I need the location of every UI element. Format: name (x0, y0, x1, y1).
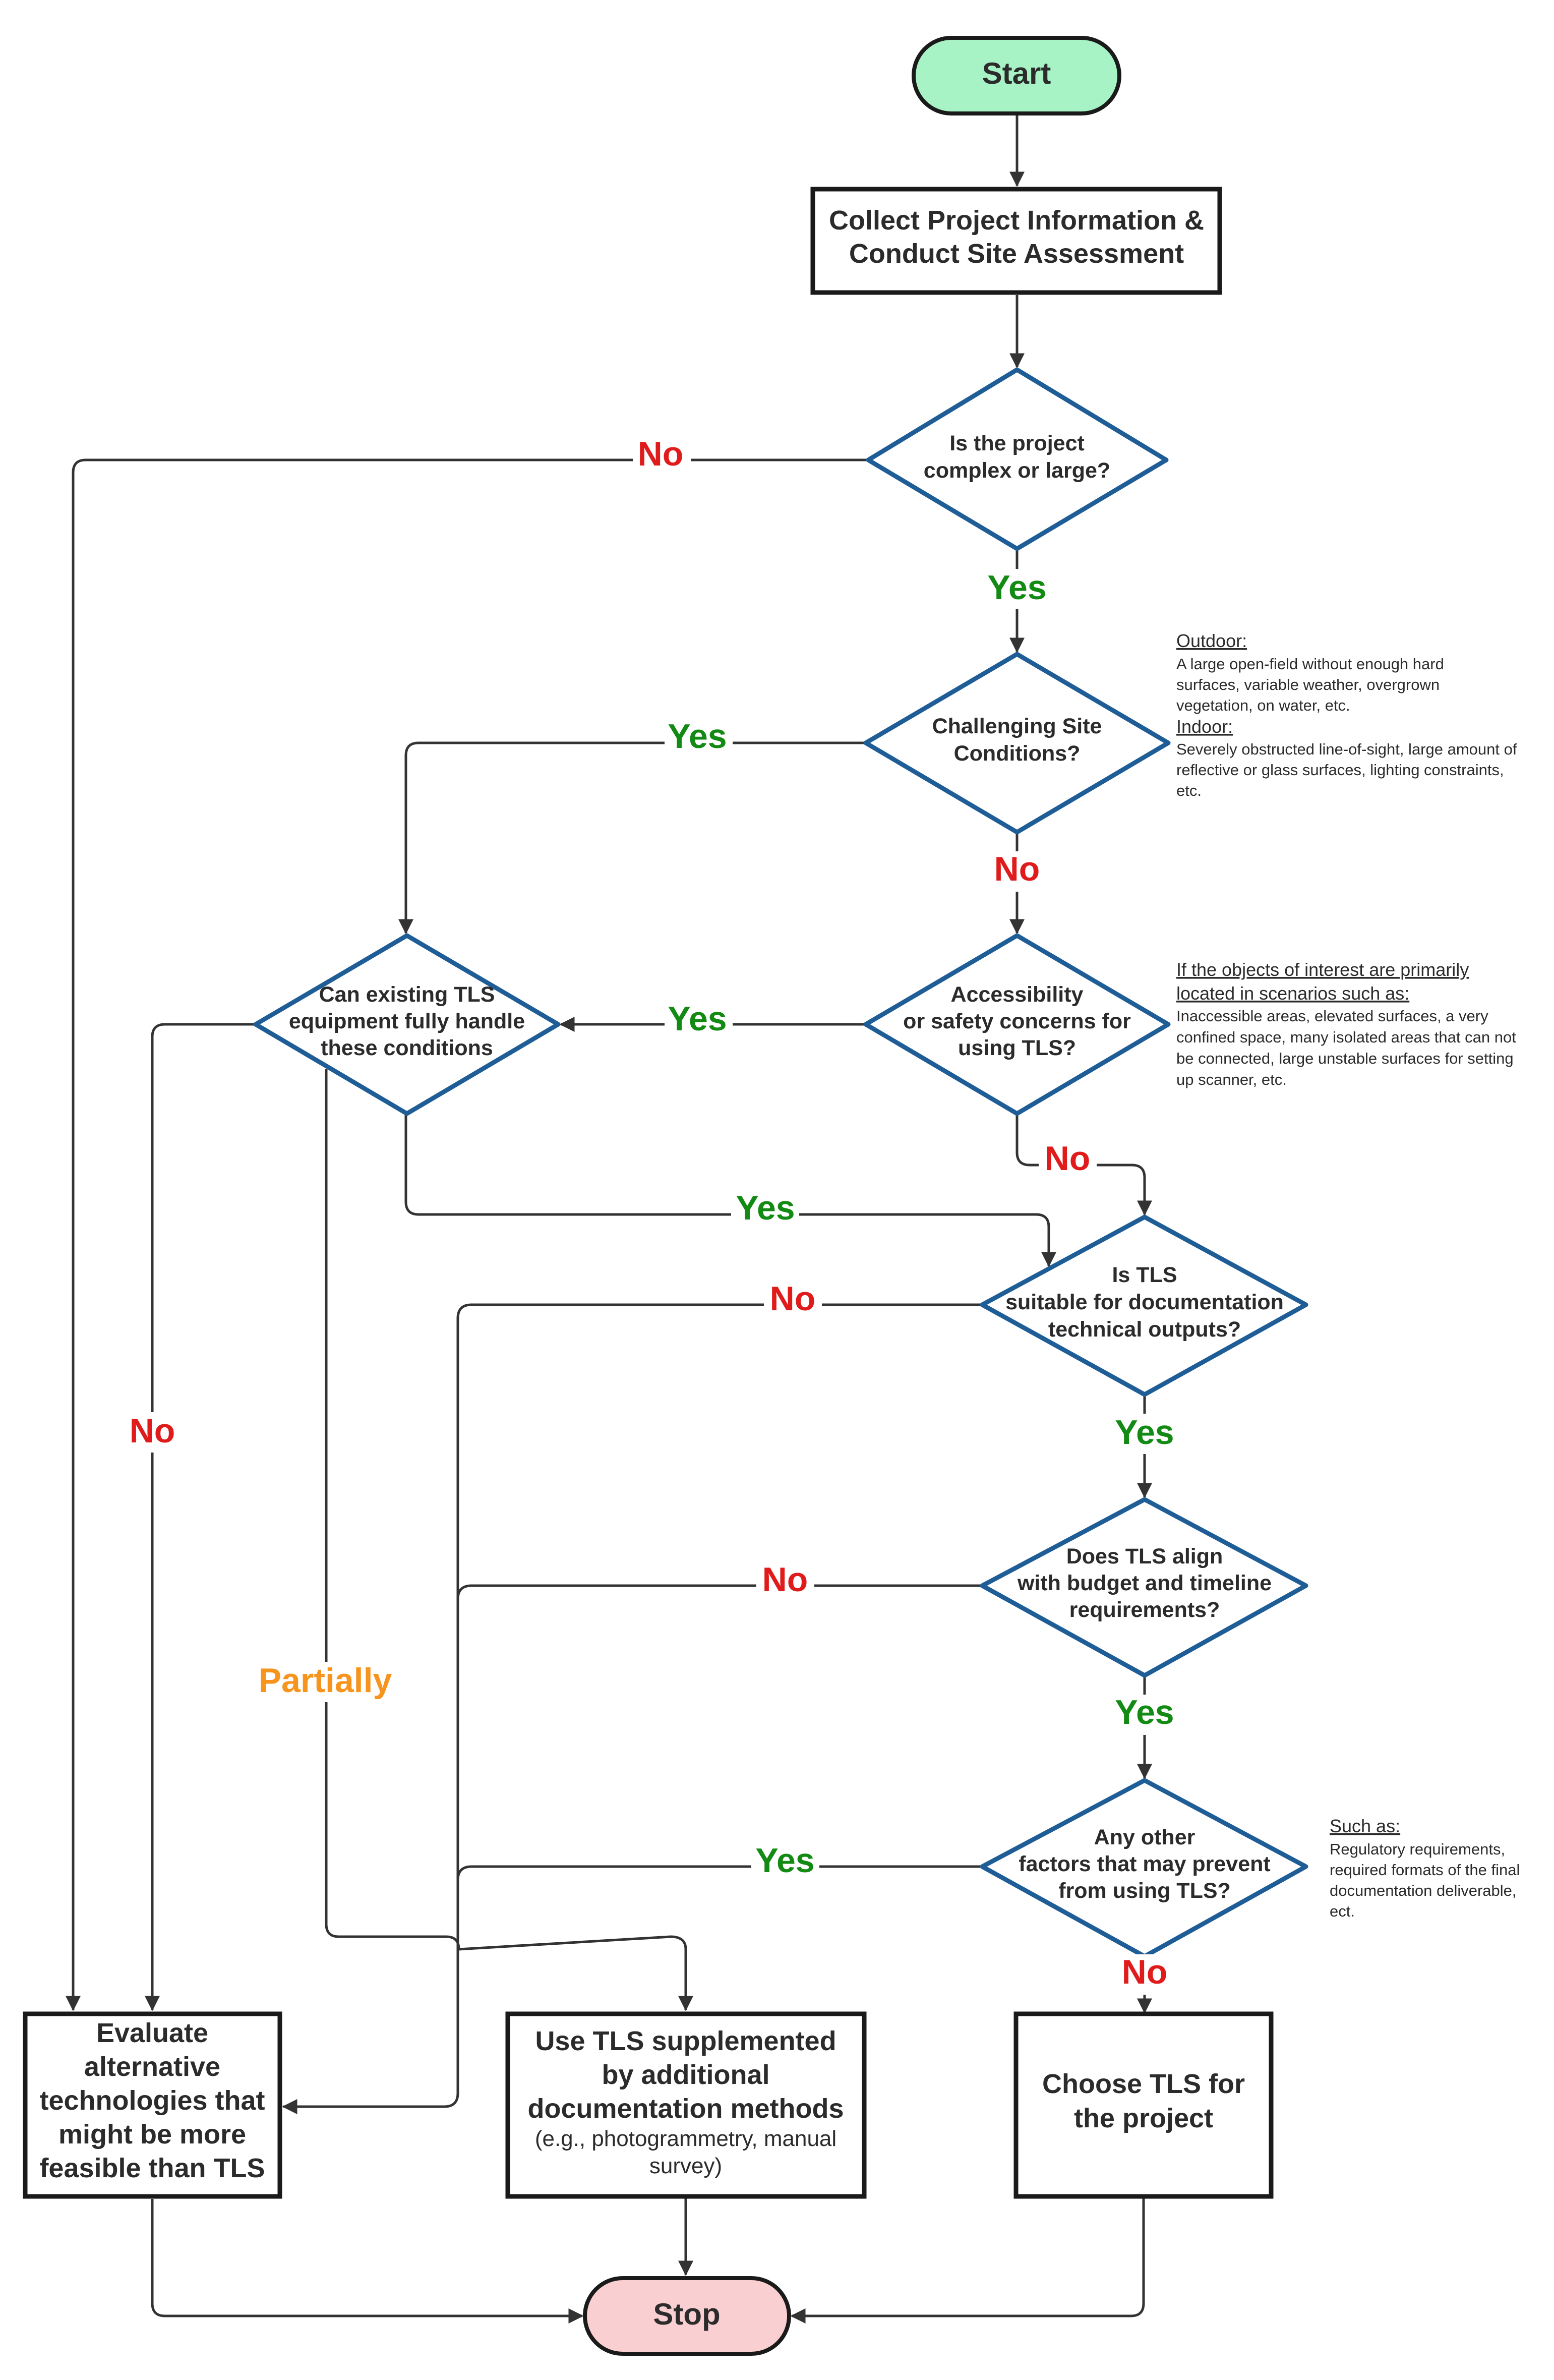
access-label-line-2: or safety concerns for (903, 1009, 1131, 1033)
decision-accessibility: Accessibility or safety concerns for usi… (863, 933, 1171, 1116)
stop-terminal: Stop (583, 2276, 791, 2356)
note-access-head-line-1: If the objects of interest are primarily (1176, 959, 1469, 980)
supplement-sub-line-1: (e.g., photogrammetry, manual (535, 2126, 836, 2151)
note-other-line-4: ect. (1330, 1902, 1355, 1920)
budget-label-line-3: requirements? (1069, 1598, 1220, 1622)
note-access-line-3: be connected, large unstable surfaces fo… (1176, 1050, 1514, 1067)
start-terminal: Start (912, 36, 1121, 115)
note-site-conditions: Outdoor: A large open-field without enou… (1176, 630, 1517, 799)
access-label-line-1: Accessibility (951, 982, 1084, 1007)
decision-budget: Does TLS align with budget and timeline … (980, 1497, 1308, 1678)
note-other-line-3: documentation deliverable, (1330, 1882, 1517, 1899)
edge-site-yes (398, 741, 866, 935)
note-other-line-2: required formats of the final (1330, 1861, 1520, 1879)
equipment-label-line-3: these conditions (321, 1036, 493, 1060)
label-site-no: No (994, 850, 1040, 888)
decision-suitable: Is TLS suitable for documentation techni… (980, 1214, 1308, 1397)
label-access-yes: Yes (668, 1000, 727, 1038)
label-other-no: No (1122, 1953, 1168, 1991)
note-other-factors: Such as: Regulatory requirements, requir… (1330, 1816, 1520, 1920)
note-site-outdoor-line-1: A large open-field without enough hard (1176, 655, 1444, 673)
access-label-line-3: using TLS? (958, 1036, 1076, 1060)
decision-other-factors: Any other factors that may prevent from … (980, 1778, 1308, 1959)
edge-other-yes (456, 1865, 982, 1881)
edge-evaluate-to-stop (151, 2199, 584, 2324)
note-site-indoor-line-3: etc. (1176, 782, 1202, 799)
label-access-no: No (1045, 1139, 1091, 1178)
evaluate-label-line-3: technologies that (39, 2085, 265, 2116)
label-complex-no: No (638, 435, 684, 473)
note-access-head-line-2: located in scenarios such as: (1176, 983, 1409, 1004)
label-other-yes: Yes (755, 1841, 814, 1880)
supplement-label-line-2: by additional (602, 2060, 769, 2090)
note-site-indoor-line-1: Severely obstructed line-of-sight, large… (1176, 740, 1517, 758)
evaluate-label-line-1: Evaluate (96, 2018, 208, 2048)
supplement-process: Use TLS supplemented by additional docum… (505, 2011, 867, 2199)
note-site-outdoor-line-2: surfaces, variable weather, overgrown (1176, 676, 1440, 693)
supplement-label-line-3: documentation methods (527, 2094, 844, 2124)
label-suitable-no: No (770, 1280, 816, 1318)
decision-site-conditions: Challenging Site Conditions? (863, 652, 1171, 835)
label-equipment-yes: Yes (736, 1189, 795, 1227)
note-site-indoor-line-2: reflective or glass surfaces, lighting c… (1176, 761, 1504, 779)
edge-equipment-yes (404, 1114, 1056, 1267)
complex-label-line-2: complex or large? (924, 458, 1110, 483)
other-label-line-3: from using TLS? (1058, 1879, 1231, 1903)
edge-labels: No Yes Yes No Yes No Yes No Partially No… (124, 435, 1178, 1995)
decision-complex: Is the project complex or large? (866, 367, 1169, 551)
edge-complex-no (66, 458, 868, 2011)
label-equipment-no: No (130, 1412, 175, 1450)
collect-process: Collect Project Information & Conduct Si… (810, 187, 1222, 295)
note-site-outdoor-line-3: vegetation, on water, etc. (1176, 696, 1350, 714)
note-access-line-1: Inaccessible areas, elevated surfaces, a… (1176, 1007, 1488, 1025)
choose-tls-process: Choose TLS for the project (1013, 2011, 1274, 2199)
other-label-line-1: Any other (1094, 1825, 1196, 1849)
supplement-label-line-1: Use TLS supplemented (535, 2026, 836, 2056)
edge-equipment-partially (325, 1069, 693, 2011)
note-site-indoor-head: Indoor: (1176, 716, 1233, 737)
site-label-line-2: Conditions? (954, 741, 1081, 766)
evaluate-label-line-5: feasible than TLS (39, 2153, 265, 2183)
label-budget-yes: Yes (1115, 1693, 1174, 1731)
label-equipment-partially: Partially (259, 1661, 392, 1700)
start-label: Start (982, 56, 1051, 90)
edge-suitable-no (282, 1303, 982, 2114)
note-accessibility: If the objects of interest are primarily… (1176, 959, 1516, 1088)
suitable-label-line-1: Is TLS (1112, 1263, 1177, 1287)
decision-equipment: Can existing TLS equipment fully handle … (253, 933, 561, 1116)
choose-label-line-2: the project (1074, 2103, 1213, 2133)
label-complex-yes: Yes (987, 568, 1046, 607)
note-access-line-4: up scanner, etc. (1176, 1071, 1287, 1088)
site-label-line-1: Challenging Site (932, 714, 1102, 738)
budget-label-line-2: with budget and timeline (1017, 1571, 1272, 1595)
equipment-label-line-1: Can existing TLS (319, 982, 495, 1007)
edge-equipment-no (145, 1023, 256, 2011)
collect-label-line-2: Conduct Site Assessment (849, 239, 1184, 269)
note-access-line-2: confined space, many isolated areas that… (1176, 1028, 1516, 1046)
note-other-line-1: Regulatory requirements, (1330, 1840, 1505, 1858)
complex-label-line-1: Is the project (949, 431, 1085, 455)
choose-label-line-1: Choose TLS for (1042, 2069, 1245, 2099)
evaluate-label-line-4: might be more (58, 2119, 246, 2150)
evaluate-alternatives-process: Evaluate alternative technologies that m… (23, 2011, 282, 2199)
supplement-sub-line-2: survey) (649, 2154, 722, 2178)
note-other-head: Such as: (1330, 1816, 1400, 1836)
note-site-outdoor-head: Outdoor: (1176, 630, 1247, 651)
other-label-line-2: factors that may prevent (1019, 1852, 1270, 1876)
edge-budget-no (456, 1584, 982, 1600)
label-budget-no: No (762, 1560, 808, 1599)
suitable-label-line-2: suitable for documentation (1005, 1290, 1284, 1314)
label-site-yes: Yes (668, 717, 727, 756)
label-suitable-yes: Yes (1115, 1413, 1174, 1452)
equipment-label-line-2: equipment fully handle (289, 1009, 525, 1033)
stop-label: Stop (653, 2297, 720, 2331)
evaluate-label-line-2: alternative (84, 2052, 220, 2082)
suitable-label-line-3: technical outputs? (1048, 1317, 1241, 1342)
collect-label-line-1: Collect Project Information & (829, 205, 1204, 236)
edge-choose-to-stop (790, 2196, 1145, 2324)
budget-label-line-1: Does TLS align (1066, 1544, 1223, 1569)
